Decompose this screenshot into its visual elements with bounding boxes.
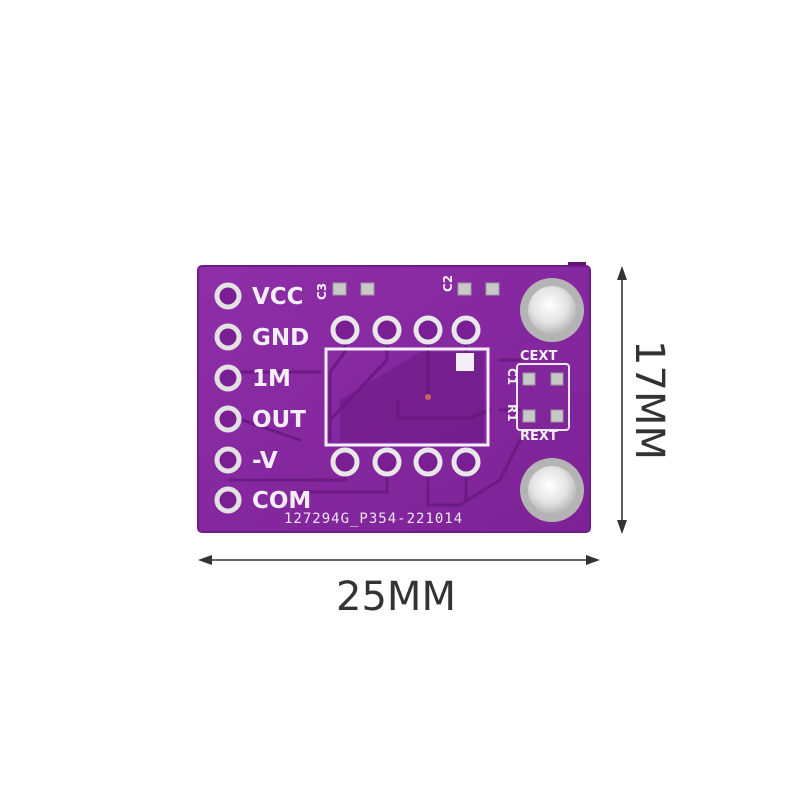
- c2-pad-right: [485, 282, 500, 296]
- c3-pad-right: [360, 282, 375, 296]
- pin-pad-minus-v: [214, 446, 242, 474]
- pin-pad-com: [214, 486, 242, 514]
- label-cext: CEXT: [520, 349, 557, 364]
- ic-pads-top: [330, 315, 481, 345]
- pin-labels: VCC GND 1M OUT -V COM: [252, 284, 311, 514]
- height-arrow-bottom: [617, 520, 627, 534]
- label-c1: C1: [505, 368, 519, 385]
- mounting-holes: [520, 278, 584, 522]
- pin-pad-vcc: [214, 282, 242, 310]
- c1-pad-left: [522, 372, 536, 386]
- ic-pin1-marker: [456, 353, 474, 371]
- width-arrow-right: [586, 555, 600, 565]
- label-c2: C2: [441, 275, 455, 292]
- pin-pad-out: [214, 405, 242, 433]
- cr-silk-outline: [516, 363, 570, 431]
- pin-label-vcc: VCC: [252, 284, 304, 310]
- width-label: 25MM: [336, 574, 456, 620]
- part-number: 127294G_P354-221014: [284, 511, 463, 527]
- via: [425, 394, 431, 400]
- ic-outline: [324, 347, 490, 447]
- ic-pads-bottom: [330, 447, 481, 477]
- pin-pad-gnd: [214, 323, 242, 351]
- pin-label-out: OUT: [252, 407, 306, 433]
- r1-pad-right: [550, 409, 564, 423]
- height-arrow-top: [617, 266, 627, 280]
- c3-pad-left: [332, 282, 347, 296]
- pin-label-minus-v: -V: [252, 448, 278, 474]
- height-dimension: 17MM: [617, 266, 672, 534]
- pcb-board: VCC GND 1M OUT -V COM C3 C2 C1 R1 CEXT R…: [197, 262, 591, 533]
- height-label: 17MM: [626, 340, 672, 460]
- pin-pad-1m: [214, 364, 242, 392]
- label-r1: R1: [505, 404, 519, 422]
- r1-pad-left: [522, 409, 536, 423]
- pin-label-gnd: GND: [252, 325, 309, 351]
- smd-pads: [332, 282, 564, 423]
- ground-pour: [340, 352, 484, 442]
- width-arrow-left: [198, 555, 212, 565]
- pin-label-com: COM: [252, 488, 311, 514]
- label-rext: REXT: [520, 429, 558, 444]
- c1-pad-right: [550, 372, 564, 386]
- label-c3: C3: [315, 283, 329, 300]
- pin-label-1m: 1M: [252, 366, 291, 392]
- c2-pad-left: [457, 282, 472, 296]
- width-dimension: 25MM: [198, 555, 600, 620]
- header-pads: [214, 282, 242, 514]
